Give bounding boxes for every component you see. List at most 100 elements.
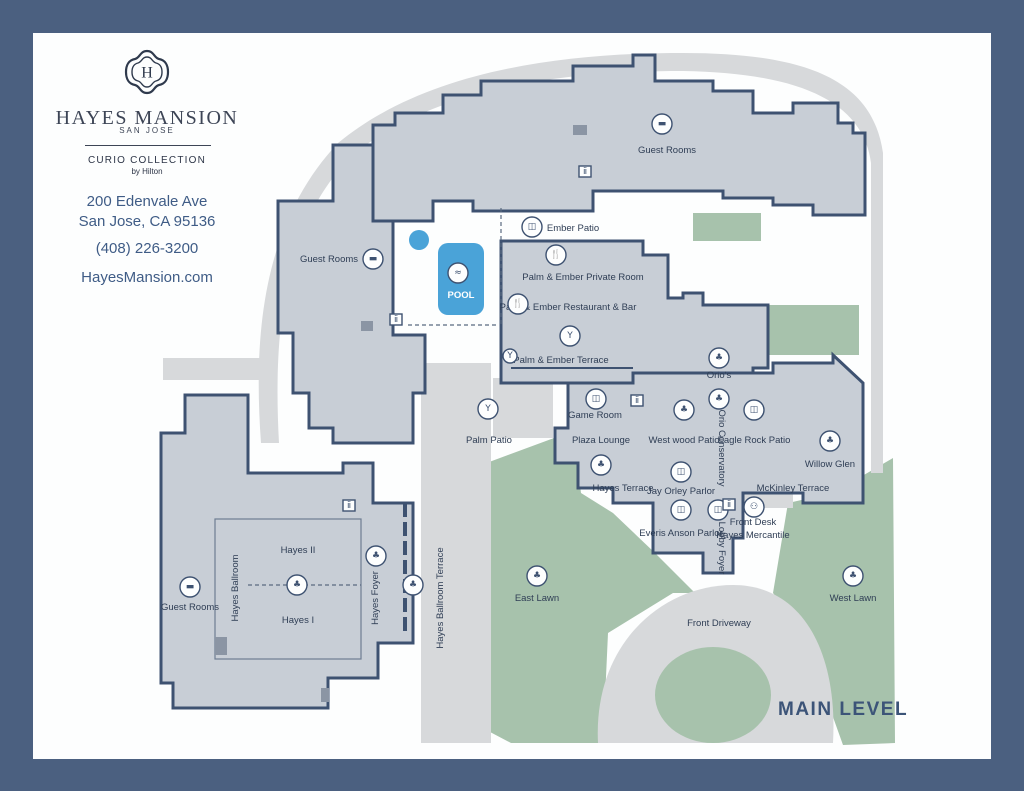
svg-text:≈: ≈ [454,268,462,278]
brand-panel: H HAYES MANSION SAN JOSE CURIO COLLECTIO… [33,33,263,333]
hayes-logo-icon: H [124,49,170,95]
svg-text:ⅱ: ⅱ [727,500,731,510]
svg-text:▬: ▬ [186,582,195,592]
restroom-icon: ⅱ [578,165,592,178]
lobby-block [553,351,865,575]
brand-collection: CURIO COLLECTION [87,155,207,166]
svg-text:🍴: 🍴 [550,248,561,260]
svg-text:♣: ♣ [849,571,857,581]
svg-text:◫: ◫ [677,505,686,515]
svg-text:ⅱ: ⅱ [394,315,398,325]
brand-name: HAYES MANSION [55,107,239,129]
website-link[interactable]: HayesMansion.com [81,269,213,286]
label-plaza-lounge: Plaza Lounge [572,435,630,446]
svg-text:♣: ♣ [533,571,541,581]
meeting-people-icon: ♣ [590,454,612,476]
label-lobby-foyer: Lobby Foyer [716,522,727,575]
svg-text:♣: ♣ [597,460,605,470]
lounge-chair-icon: ◫ [585,388,607,410]
floor-plan: Guest Rooms Guest Rooms Guest Rooms Embe… [159,53,895,745]
label-orios: Orio's [707,370,732,381]
meeting-people-icon: ♣ [286,574,308,596]
label-hayes-terrace: Hayes Terrace [592,483,653,494]
svg-text:Y: Y [506,351,513,361]
front-desk-icon: ⚇ [743,496,765,518]
bed-icon: ▬ [362,248,384,270]
label-west-lawn: West Lawn [830,593,877,604]
west-walkway [163,358,273,380]
svg-text:◫: ◫ [528,222,537,232]
meeting-people-icon: ♣ [708,347,730,369]
label-game-room: Game Room [568,410,622,421]
restroom-icon: ⅱ [722,498,736,511]
cocktail-icon: Y [502,348,518,364]
svg-text:◫: ◫ [677,467,686,477]
label-hayes-ii: Hayes II [281,545,316,556]
svg-text:◫: ◫ [592,394,601,404]
phone-number[interactable]: (408) 226-3200 [95,240,199,257]
brand-divider [85,145,211,146]
svg-text:ⅱ: ⅱ [583,167,587,177]
svg-text:◫: ◫ [714,505,723,515]
label-hayes-foyer: Hayes Foyer [370,571,381,625]
label-eagle-rock-patio: Eagle Rock Patio [718,435,791,446]
label-palm-patio: Palm Patio [466,435,512,446]
cocktail-icon: Y [559,325,581,347]
label-ballroom-terrace: Hayes Ballroom Terrace [435,547,446,648]
bed-icon: ▬ [179,576,201,598]
meeting-people-icon: ♣ [526,565,548,587]
label-pe-private: Palm & Ember Private Room [522,272,644,283]
north-guest-wing [331,53,867,223]
label-guest-rooms-sw: Guest Rooms [161,602,219,613]
bed-icon: ▬ [651,113,673,135]
ballroom-hall-outline [214,518,362,660]
svg-text:◫: ◫ [750,405,759,415]
label-pe-terrace: Palm & Ember Terrace [513,355,608,366]
label-willow-glen: Willow Glen [805,459,855,470]
level-label: MAIN LEVEL [778,699,909,720]
label-everis-anson-parlor: Everis Anson Parlor [639,528,722,539]
lounge-chair-icon: ◫ [521,216,543,238]
svg-text:♣: ♣ [715,394,723,404]
label-guest-rooms-north: Guest Rooms [638,145,696,156]
meeting-people-icon: ♣ [819,430,841,452]
ballroom-block [159,393,415,710]
svg-text:♣: ♣ [680,405,688,415]
west-guest-wing [276,143,427,445]
label-westwood-patio: West wood Patio [648,435,719,446]
logo-letter: H [141,65,153,82]
label-front-driveway: Front Driveway [687,618,751,629]
svg-text:🍴: 🍴 [512,297,523,309]
svg-text:♣: ♣ [293,580,301,590]
label-guest-rooms-west: Guest Rooms [300,254,358,265]
svg-text:♣: ♣ [372,551,380,561]
label-pe-restaurant: Palm & Ember Restaurant & Bar [500,302,637,313]
west-lawn-area [773,458,895,745]
svg-text:⚇: ⚇ [750,502,758,512]
svg-text:▬: ▬ [658,119,667,129]
brand-city: SAN JOSE [119,126,175,135]
driveway-island [655,647,771,743]
svg-text:Y: Y [566,331,573,341]
lounge-chair-icon: ◫ [670,461,692,483]
label-hayes-mercantile: Hayes Mercantile [716,530,789,541]
restroom-icon: ⅱ [630,394,644,407]
label-hayes-i: Hayes I [282,615,314,626]
label-pool: POOL [448,290,475,301]
brand-by-hilton: by Hilton [131,167,163,176]
east-lawn-area [473,431,695,743]
perimeter-walkway [258,53,883,473]
meeting-people-icon: ♣ [708,388,730,410]
lounge-chair-icon: ◫ [670,499,692,521]
fork-knife-icon: 🍴 [507,293,529,315]
label-front-desk: Front Desk [730,517,777,528]
svg-text:Y: Y [484,404,491,414]
svg-text:ⅱ: ⅱ [635,396,639,406]
north-lawn-patch [693,213,761,241]
label-ember-patio: Ember Patio [547,223,599,234]
central-walkway [421,363,491,743]
pool-icon: ≈ [447,262,469,284]
address-line-2: San Jose, CA 95136 [78,213,216,230]
restroom-icon: ⅱ [342,499,356,512]
